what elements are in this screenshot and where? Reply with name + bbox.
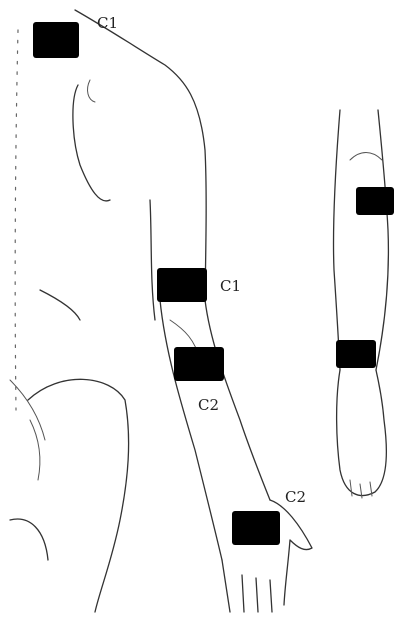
scapula-outline	[73, 85, 110, 201]
fingers	[222, 560, 272, 612]
spine-line	[15, 30, 18, 410]
label-forearm: C2	[198, 396, 219, 414]
electrode-wrist	[232, 511, 280, 545]
electrode-calf-upper	[356, 187, 394, 215]
label-upper-arm: C1	[220, 277, 241, 295]
shoulder-outline	[75, 10, 206, 300]
hip-outline	[28, 379, 129, 612]
label-shoulder: C1	[97, 14, 118, 32]
knee-detail	[350, 153, 382, 161]
electrode-calf-lower	[336, 340, 376, 368]
scapula-detail	[88, 80, 95, 102]
electrode-shoulder	[33, 22, 79, 58]
foot-outline	[337, 370, 387, 496]
electrode-upper-arm	[157, 268, 207, 302]
electrode-forearm	[174, 347, 224, 381]
leg-outer	[333, 110, 340, 370]
back-muscle	[40, 290, 80, 320]
armpit-line	[150, 200, 155, 320]
label-wrist: C2	[285, 488, 306, 506]
leg-inner	[376, 110, 388, 370]
buttock-line	[10, 519, 48, 560]
hip-crease	[30, 420, 40, 480]
